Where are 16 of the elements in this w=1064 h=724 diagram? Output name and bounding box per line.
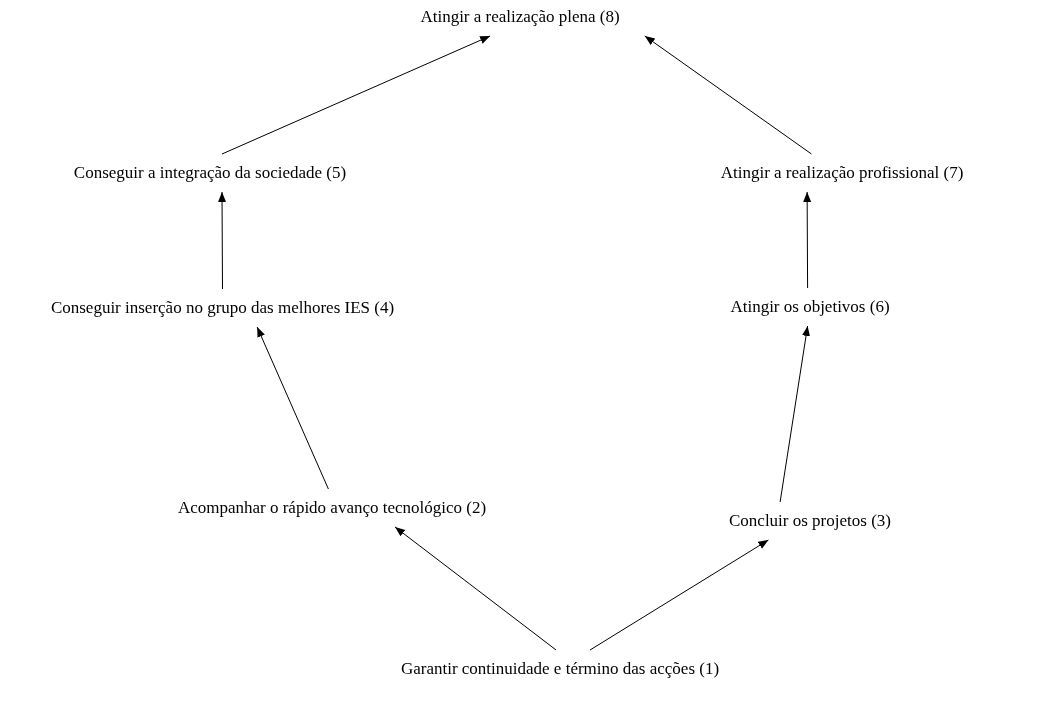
arrow: [221, 35, 491, 155]
arrow: [218, 191, 227, 290]
node-text: Atingir a realização plena (8): [420, 6, 620, 28]
arrow: [779, 325, 810, 503]
arrow: [589, 539, 769, 651]
arrow: [256, 326, 329, 490]
node-text: Concluir os projetos (3): [729, 510, 891, 532]
node-text: Conseguir inserção no grupo das melhores IES (4): [50, 297, 395, 319]
node-text: Acompanhar o rápido avanço tecnológico (2): [177, 497, 487, 519]
arrow: [644, 35, 812, 155]
node-text: Garantir continuidade e término das acções (1): [400, 658, 720, 680]
node-text: Atingir os objetivos (6): [730, 296, 890, 318]
node-text: Conseguir a integração da sociedade (5): [73, 162, 347, 184]
node-text: Atingir a realização profissional (7): [720, 162, 964, 184]
arrow: [803, 191, 812, 289]
arrow: [394, 526, 557, 651]
